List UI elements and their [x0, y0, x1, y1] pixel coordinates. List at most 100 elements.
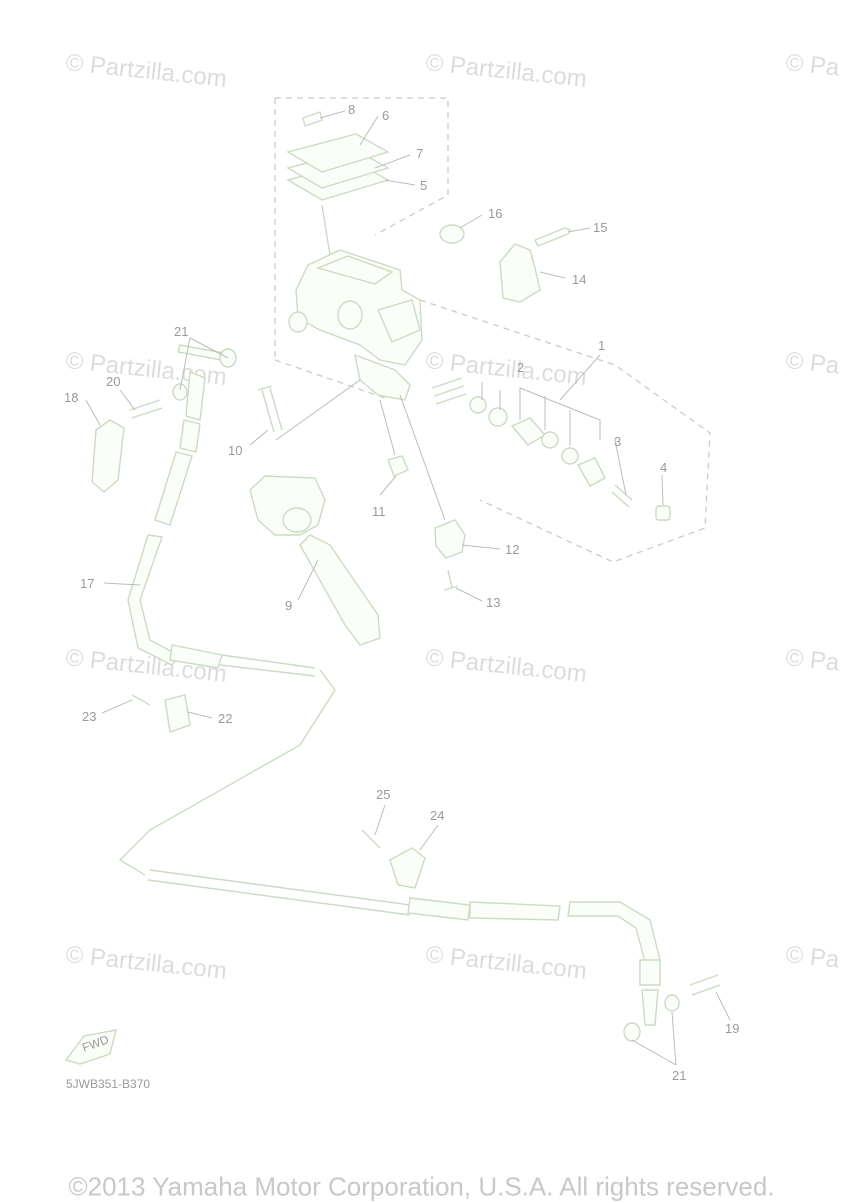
piston-kit-outline [274, 299, 711, 563]
cup [488, 407, 508, 427]
callout-19: 19 [725, 1021, 739, 1036]
copper-washer [623, 1022, 641, 1042]
clamp-bolt [131, 694, 151, 706]
callout-4: 4 [660, 460, 667, 475]
union-bolt [129, 399, 163, 419]
callout-9: 9 [285, 598, 292, 613]
hose-segment [127, 534, 179, 666]
hose-segment [154, 451, 193, 526]
callout-15: 15 [593, 220, 607, 235]
callout-10: 10 [228, 443, 242, 458]
master-cylinder-body [288, 249, 423, 401]
callout-18: 18 [64, 390, 78, 405]
callout-20: 20 [106, 374, 120, 389]
watermark: © Partzilla.com [424, 941, 588, 985]
lever-adjuster [282, 507, 312, 533]
watermark: © Partzilla.com [424, 347, 588, 391]
hose-route [118, 669, 336, 876]
hose-segment [469, 901, 561, 921]
holder-bolt [534, 227, 571, 247]
reservoir-opening [315, 255, 394, 285]
reservoir-cap [286, 133, 390, 173]
hose-line [219, 654, 316, 677]
hose-guide [389, 847, 426, 889]
pivot-nut [387, 455, 409, 477]
callout-1: 1 [598, 338, 605, 353]
watermark: © Pa [784, 644, 841, 677]
rubber-boot [91, 419, 125, 493]
bore [337, 300, 363, 330]
watermark: © Pa [784, 347, 841, 380]
callout-11: 11 [372, 504, 386, 519]
callout-7: 7 [416, 146, 423, 161]
callout-13: 13 [486, 595, 500, 610]
guide-bolt [361, 829, 381, 849]
switch-screw [443, 569, 459, 591]
hose-segment [567, 901, 661, 963]
banjo-fitting [185, 371, 206, 421]
assembly-line [399, 394, 446, 521]
watermark: © Partzilla.com [64, 941, 228, 985]
watermark: © Partzilla.com [424, 644, 588, 688]
clutch-switch [434, 519, 466, 559]
callout-24: 24 [430, 808, 444, 823]
callout-leaders [85, 110, 731, 1066]
cap-screw [302, 111, 323, 127]
watermark-layer: © Partzilla.com © Partzilla.com © Pa © P… [64, 49, 841, 985]
copyright-notice: ©2013 Yamaha Motor Corporation, U.S.A. A… [68, 1171, 775, 1202]
piston-kit [431, 377, 671, 521]
hose-ferrule [407, 897, 471, 921]
diagram-code: 5JWB351-B370 [66, 1077, 150, 1091]
watermark: © Partzilla.com [64, 49, 228, 93]
callout-14: 14 [572, 272, 586, 287]
dust-boot [576, 457, 606, 487]
callout-25: 25 [376, 787, 390, 802]
hose-line [147, 869, 411, 916]
copper-washer [664, 994, 680, 1012]
hose-ferrule [639, 959, 661, 986]
callout-21: 21 [174, 324, 188, 339]
hose-ferrule [179, 419, 201, 453]
hose-ferrule [169, 644, 223, 669]
callout-2: 2 [517, 360, 524, 375]
fwd-arrow-icon: FWD [64, 1029, 117, 1065]
callout-23: 23 [82, 709, 96, 724]
assembly-line [379, 399, 396, 456]
reservoir-cap-assembly [286, 111, 390, 256]
lever-mount [377, 299, 421, 343]
piston [510, 417, 547, 446]
banjo-fitting [641, 989, 659, 1026]
outlet-port [288, 311, 308, 333]
callout-22: 22 [218, 711, 232, 726]
circlip [561, 447, 579, 465]
kit-leaders [481, 382, 601, 446]
callout-12: 12 [505, 542, 519, 557]
callout-16: 16 [488, 206, 502, 221]
callout-labels: 1 2 3 4 5 6 7 8 9 10 11 12 13 14 15 16 1… [64, 102, 739, 1083]
callout-3: 3 [614, 434, 621, 449]
master-cylinder-holder [499, 243, 541, 303]
clutch-hose [118, 344, 721, 1042]
spring-seat [469, 396, 487, 414]
assembly-line [321, 204, 331, 256]
callout-5: 5 [420, 178, 427, 193]
reservoir-group-outline [275, 97, 449, 236]
piston-cup [541, 431, 559, 449]
callout-6: 6 [382, 108, 389, 123]
spring [431, 377, 467, 405]
pivot-bolt [257, 385, 283, 433]
push-rod [611, 484, 633, 508]
hose-clamp [164, 694, 191, 733]
callout-17: 17 [80, 576, 94, 591]
copper-washer [172, 383, 188, 401]
watermark: © Partzilla.com [424, 49, 588, 93]
rubber-cap [439, 224, 465, 244]
watermark: © Pa [784, 49, 841, 82]
union-bolt [689, 974, 721, 996]
watermark: © Pa [784, 941, 841, 974]
callout-8: 8 [348, 102, 355, 117]
nut [655, 505, 671, 521]
lever-blade [299, 534, 381, 646]
